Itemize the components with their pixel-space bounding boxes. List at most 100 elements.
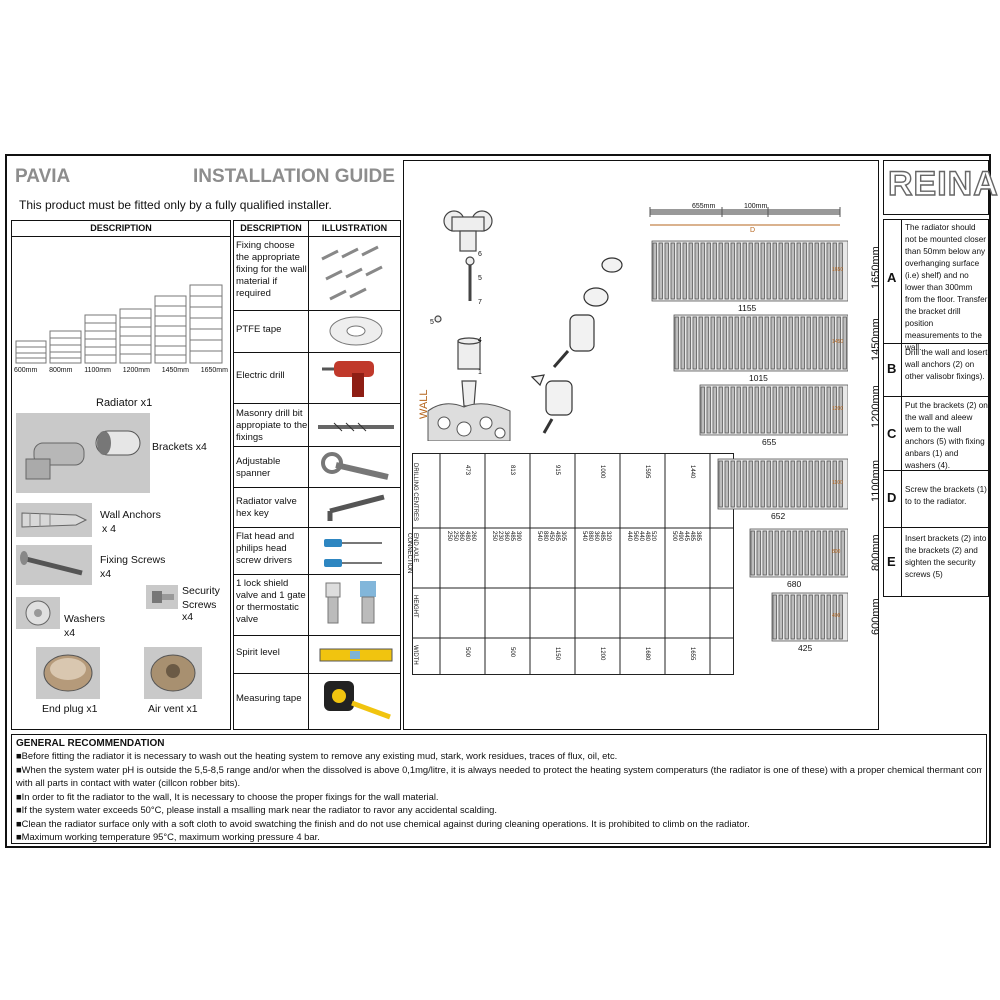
radiator-tube	[838, 460, 843, 508]
step-divider	[884, 396, 988, 397]
step-a-text: The radiator should not be mounted close…	[905, 223, 988, 352]
brand-logo: REINA	[887, 164, 999, 203]
radiator-tube	[768, 530, 773, 576]
radiator-tube	[680, 316, 685, 370]
radiator-tube	[748, 242, 753, 300]
radiator-tube	[772, 460, 777, 508]
size-label: 1200mm	[122, 367, 150, 374]
radiator-600-icon	[15, 340, 47, 364]
radiator-tube	[730, 386, 735, 434]
size-label: 800mm	[49, 367, 73, 374]
table-cell: 1440	[689, 465, 695, 479]
radiator-tube	[822, 530, 827, 576]
radiator-tube	[804, 530, 809, 576]
radiator-tube	[778, 594, 783, 640]
radiator-tube	[838, 594, 843, 640]
radiator-tube	[770, 316, 775, 370]
radiator-tube	[792, 530, 797, 576]
step-divider	[884, 527, 988, 528]
radiator-tube	[766, 242, 771, 300]
radiator-1650-icon	[189, 284, 223, 364]
radiator-tube	[766, 386, 771, 434]
radiator-tube	[736, 242, 741, 300]
radiator-tube	[750, 530, 755, 576]
radiator-tube	[748, 386, 753, 434]
wall-anchors-label: Wall Anchors	[100, 509, 161, 521]
wall-label: WALL	[418, 389, 430, 419]
radiator-tube	[820, 386, 825, 434]
radiator-tube	[784, 594, 789, 640]
part-number: 1	[478, 369, 482, 376]
radiator-height-label: 600mm	[870, 598, 882, 635]
radiator-tube	[710, 316, 715, 370]
part-number: 7	[478, 299, 482, 306]
guide-title: INSTALLATION GUIDE	[193, 166, 395, 187]
screwdrivers-icon	[324, 539, 382, 567]
table-cell: 520	[650, 531, 656, 542]
radiator-height-label: 1100mm	[870, 460, 882, 502]
security-screw-icon	[146, 585, 178, 609]
tool-ptfe-tape: PTFE tape	[236, 324, 282, 335]
radiator-tube	[818, 316, 823, 370]
radiator-tube	[794, 316, 799, 370]
row-divider	[234, 487, 400, 488]
radiator-tube	[808, 594, 813, 640]
general-line: with all parts in contact with water (ci…	[16, 777, 241, 788]
radiator-tube	[826, 460, 831, 508]
spanner-icon	[321, 452, 389, 480]
table-cell: 915	[554, 465, 560, 476]
tools-table: DESCRIPTION ILLUSTRATION Fixing choose t…	[233, 220, 401, 730]
radiator-tube	[816, 530, 821, 576]
radiator-tube	[712, 386, 717, 434]
part-number: 4	[478, 337, 482, 344]
dim-d: D	[750, 227, 756, 234]
table-row-label: DRILLING CENTRES	[412, 463, 418, 522]
radiator-tube	[782, 316, 787, 370]
radiator-1100-icon	[84, 314, 117, 364]
washer-icon	[16, 597, 60, 629]
step-e-text: Insert brackets (2) into the brackets (2…	[905, 534, 987, 579]
radiator-tube	[724, 242, 729, 300]
radiator-side-label: 800	[832, 549, 841, 555]
step-letter: C	[887, 426, 897, 441]
radiator-tube	[670, 242, 675, 300]
tool-masonry-bit: Masonry drill bit appropiate to the fixi…	[236, 408, 308, 443]
radiator-tube	[718, 460, 723, 508]
row-divider	[234, 635, 400, 636]
radiator-tube	[796, 594, 801, 640]
measuring-tape-icon	[324, 681, 391, 720]
row-divider	[234, 310, 400, 311]
radiator-tube	[838, 242, 843, 300]
fixing-screws-qty: x4	[100, 568, 112, 580]
radiator-tube	[814, 242, 819, 300]
row-divider	[234, 352, 400, 353]
radiator-tube	[698, 316, 703, 370]
top-dimension-drawing	[649, 207, 841, 226]
table-cell: 260	[470, 531, 476, 542]
radiator-tube	[796, 242, 801, 300]
general-line: ■Before fitting the radiator it is neces…	[16, 750, 618, 761]
security-screws-qty: Screws x4	[182, 599, 217, 623]
radiator-tube	[830, 316, 835, 370]
radiator-tube	[718, 242, 723, 300]
general-line: ■In order to fit the radiator to the wal…	[16, 790, 439, 802]
tools-col-illustration: ILLUSTRATION	[308, 221, 400, 237]
radiator-tube	[772, 386, 777, 434]
radiator-tube	[754, 386, 759, 434]
radiator-tube	[766, 460, 771, 508]
table-cell: 813	[509, 465, 515, 476]
radiator-tube	[838, 386, 843, 434]
radiator-tube	[760, 460, 765, 508]
tool-adjustable-spanner: Adjustable spanner	[236, 456, 281, 479]
radiator-tube	[790, 242, 795, 300]
tool-spirit-level: Spirit level	[236, 647, 280, 658]
radiator-tube	[778, 386, 783, 434]
radiator-tube	[778, 242, 783, 300]
step-c-text: Put the brackets (2) on the wall and ale…	[905, 401, 988, 470]
table-row-label: WIDTH	[412, 645, 418, 665]
radiator-tube	[652, 242, 657, 300]
brand-box: REINA	[883, 160, 998, 215]
radiator-sizes-illustration	[15, 284, 223, 364]
radiator-tube	[742, 460, 747, 508]
radiator-tube	[676, 242, 681, 300]
